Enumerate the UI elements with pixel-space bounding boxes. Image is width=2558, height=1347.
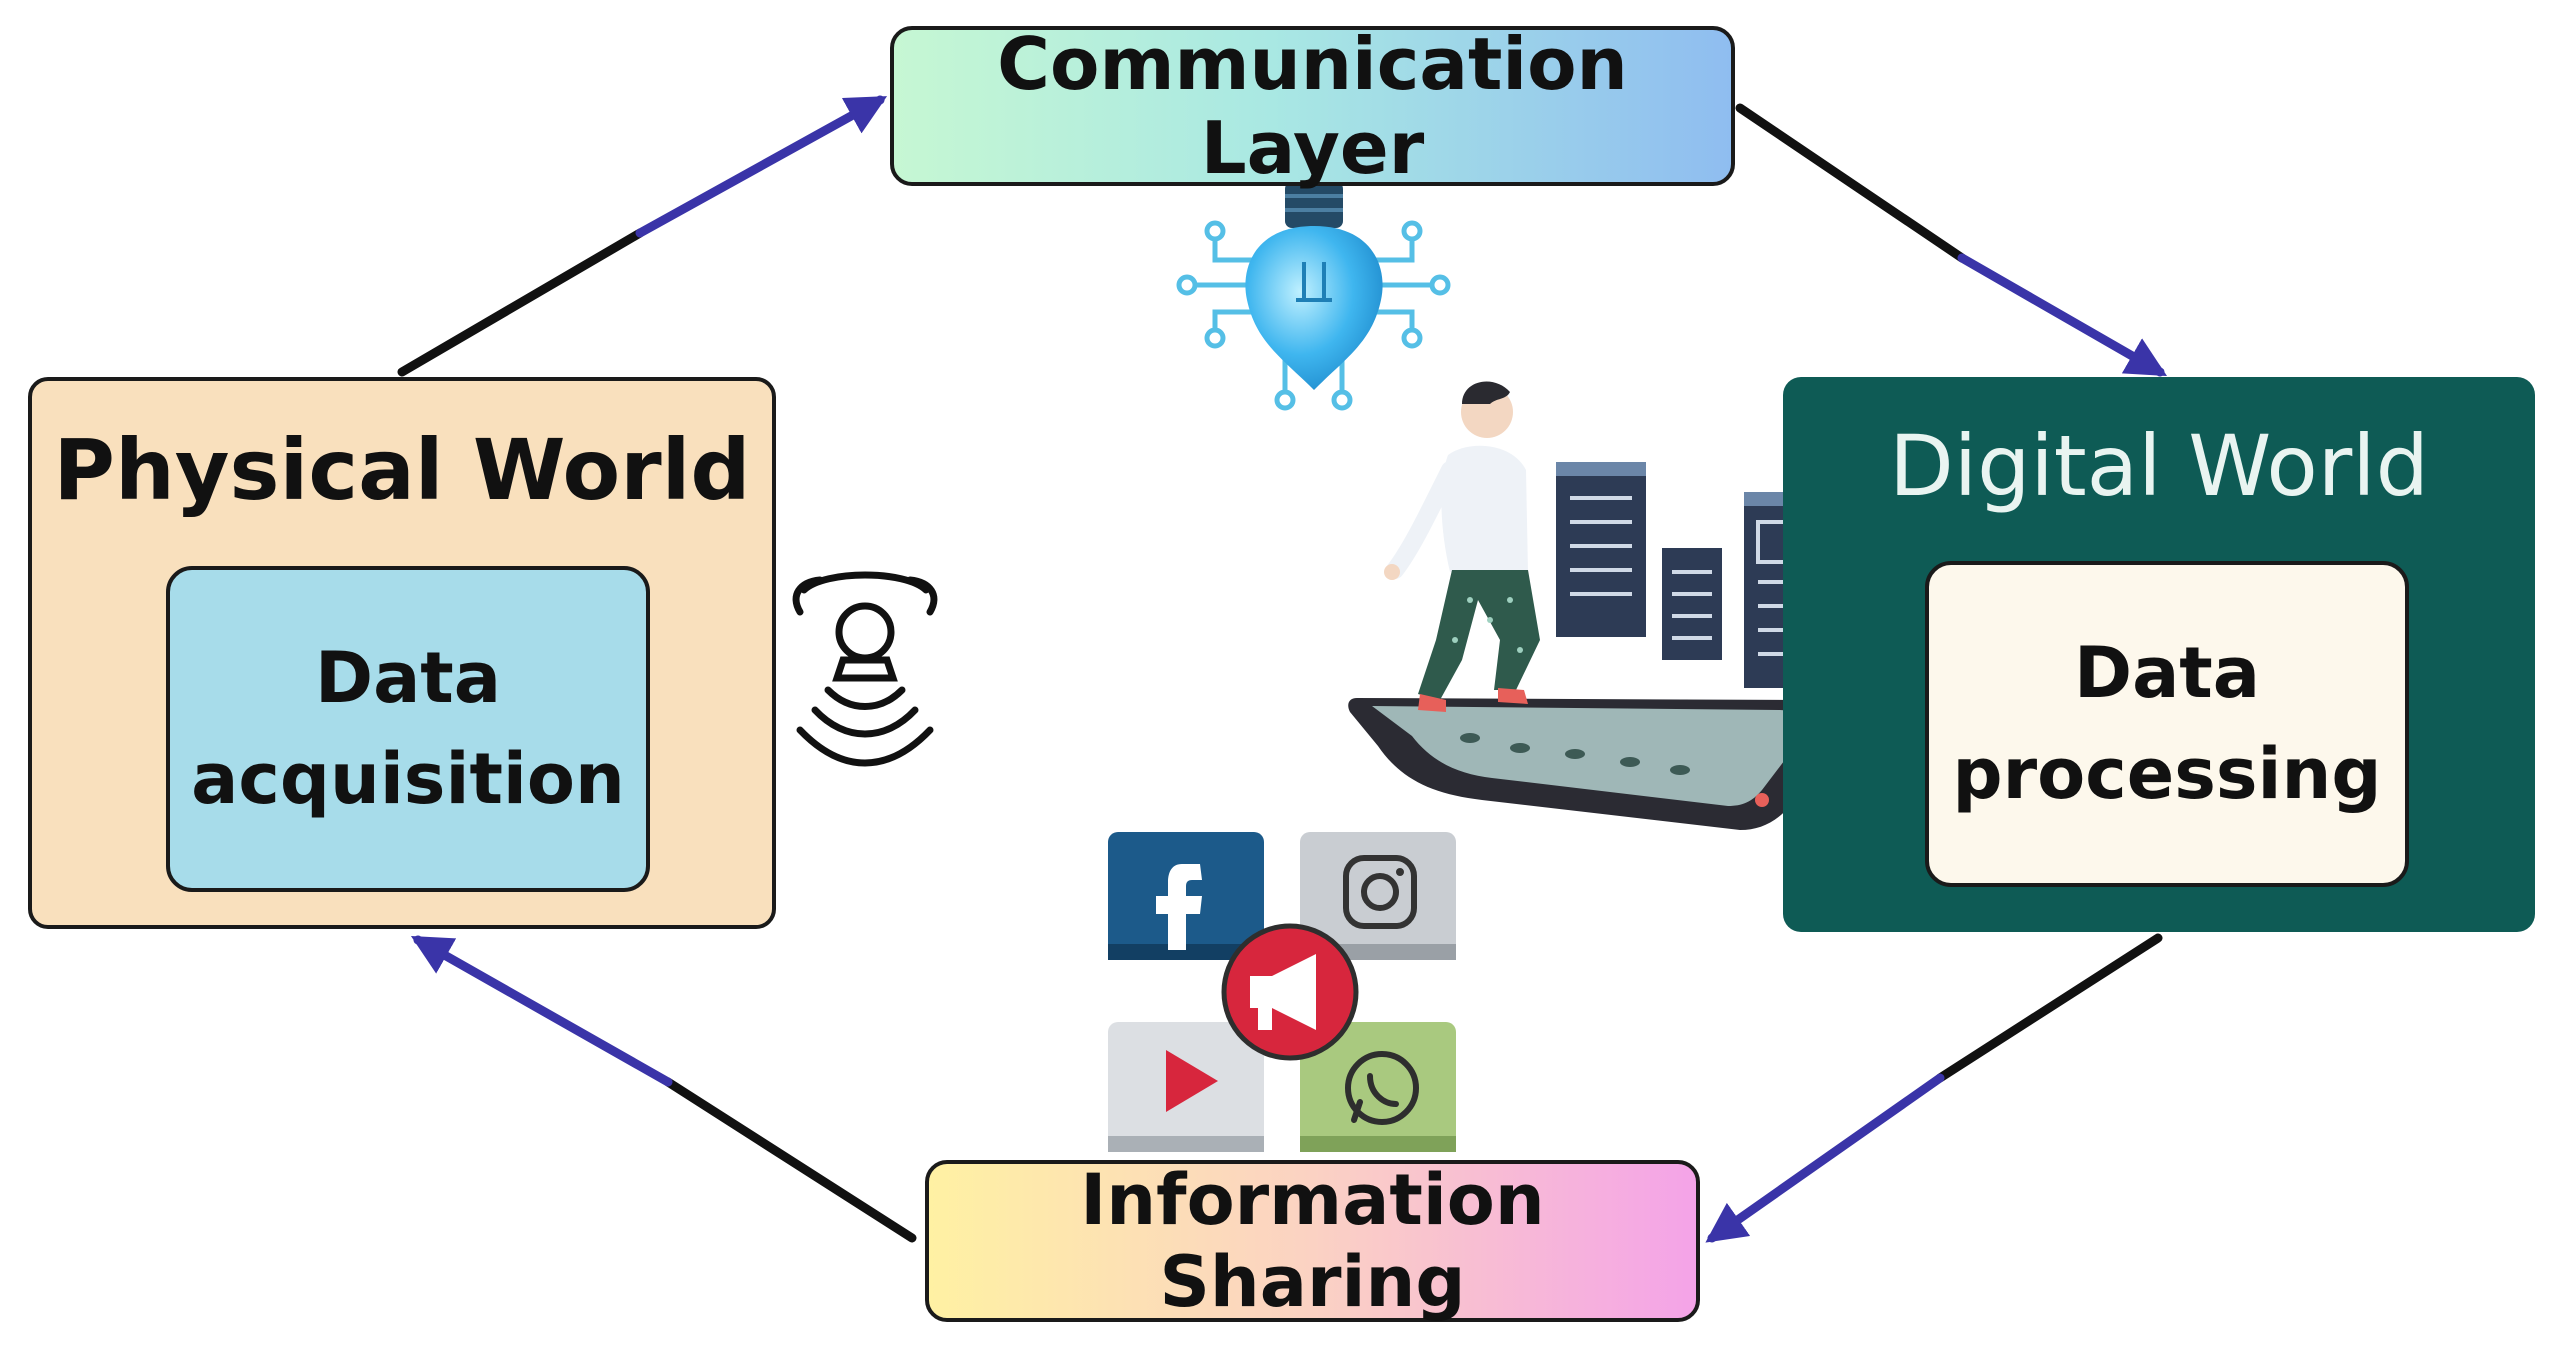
connector-digital-to-sharing	[1705, 933, 2163, 1243]
physical-world-box: Physical World Data acquisition	[28, 377, 776, 929]
lightbulb-circuit-icon	[1176, 182, 1451, 411]
connector-physical-to-communication	[397, 95, 888, 377]
youtube-icon	[1108, 1022, 1264, 1152]
digital-world-title: Digital World	[1889, 417, 2429, 515]
digital-world-box: Digital World Data processing	[1783, 377, 2535, 932]
communication-layer-label: Communication Layer	[997, 22, 1628, 190]
connector-sharing-to-physical	[410, 935, 917, 1243]
megaphone-icon	[1221, 923, 1359, 1061]
data-acquisition-label: Data acquisition	[191, 636, 625, 821]
whatsapp-icon	[1300, 1022, 1456, 1152]
connector-communication-to-digital	[1735, 103, 2168, 377]
communication-layer-box: Communication Layer	[890, 22, 1735, 190]
data-acquisition-box: Data acquisition	[166, 566, 650, 892]
physical-world-title: Physical World	[53, 421, 751, 519]
data-processing-label: Data processing	[1952, 631, 2382, 816]
information-sharing-box: Information Sharing	[925, 1159, 1700, 1323]
person-walking-on-phone-illustration	[1348, 381, 1849, 830]
data-processing-box: Data processing	[1925, 561, 2409, 887]
social-media-cluster	[1108, 832, 1456, 1152]
information-sharing-label: Information Sharing	[1080, 1159, 1545, 1323]
facebook-icon	[1108, 832, 1264, 960]
smart-phone-signal-icon	[792, 571, 938, 767]
